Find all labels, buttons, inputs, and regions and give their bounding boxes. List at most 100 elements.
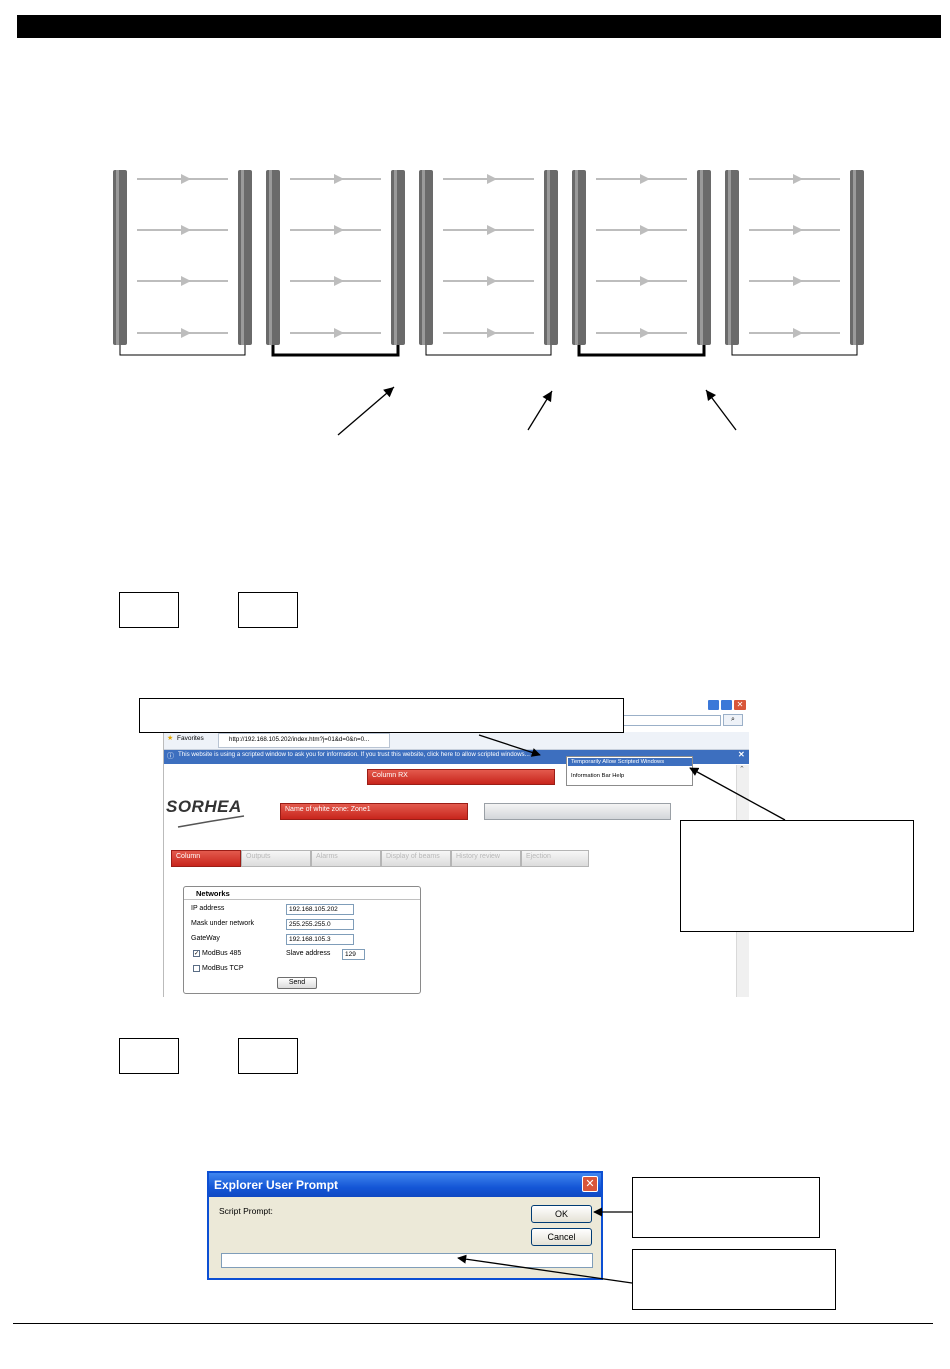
beam-arrow-2-3 xyxy=(334,276,344,286)
info-icon: ⓘ xyxy=(167,753,174,760)
column-tx-highlight-5 xyxy=(728,170,731,345)
beam-arrow-1-4 xyxy=(181,328,191,338)
tab-url: http://192.168.105.202/index.htm?j=01&d=… xyxy=(229,736,370,743)
tab-ejection[interactable]: Ejection xyxy=(521,850,589,867)
modbustcp-checkbox[interactable] xyxy=(193,965,200,972)
gateway-input[interactable]: 192.168.105.3 xyxy=(286,934,354,945)
beam-arrow-2-4 xyxy=(334,328,344,338)
column-tx-3 xyxy=(419,170,433,345)
callout-allow xyxy=(680,820,914,932)
gateway-label: GateWay xyxy=(191,935,220,942)
cell-link-1 xyxy=(119,345,246,356)
slave-address-input[interactable]: 129 xyxy=(342,949,365,960)
tab-display-of-beams[interactable]: Display of beams xyxy=(381,850,451,867)
column-tx-4 xyxy=(572,170,586,345)
beam-arrow-3-3 xyxy=(487,276,497,286)
tab-outputs[interactable]: Outputs xyxy=(241,850,311,867)
step-box-3 xyxy=(119,1038,179,1074)
star-icon: ★ xyxy=(167,735,174,742)
search-box[interactable] xyxy=(619,715,721,726)
script-prompt-label: Script Prompt: xyxy=(219,1206,273,1216)
ip-address-input[interactable]: 192.168.105.202 xyxy=(286,904,354,915)
cell-link-2 xyxy=(271,345,400,357)
column-tx-1 xyxy=(113,170,127,345)
browser-tab[interactable]: http://192.168.105.202/index.htm?j=01&d=… xyxy=(218,733,390,748)
zone-name-bar: Name of white zone: Zone1 xyxy=(280,803,468,820)
minimize-icon[interactable] xyxy=(707,699,720,711)
beam-arrow-4-4 xyxy=(640,328,650,338)
footer-rule xyxy=(13,1323,933,1324)
column-tx-highlight-1 xyxy=(116,170,119,345)
beam-arrow-4-3 xyxy=(640,276,650,286)
slave-address-label: Slave address xyxy=(286,950,331,957)
beam-arrow-2-1 xyxy=(334,174,344,184)
infobar-text: This website is using a scripted window … xyxy=(178,751,530,758)
menu-item-allow-scripted[interactable]: Temporarily Allow Scripted Windows xyxy=(568,758,692,766)
column-rx-2 xyxy=(391,170,405,345)
column-rx-highlight-5 xyxy=(853,170,856,345)
column-rx-5 xyxy=(850,170,864,345)
diagram-arrowhead-1 xyxy=(383,387,394,398)
browser-tabbar: ★ Favorites http://192.168.105.202/index… xyxy=(164,732,749,750)
beam-arrow-5-4 xyxy=(793,328,803,338)
zone-status-bar xyxy=(484,803,671,820)
ip-address-label: IP address xyxy=(191,905,225,912)
barrier-diagram xyxy=(113,170,864,436)
column-tx-highlight-3 xyxy=(422,170,425,345)
mask-label: Mask under network xyxy=(191,920,255,927)
cancel-button[interactable]: Cancel xyxy=(531,1228,592,1246)
beam-arrow-5-1 xyxy=(793,174,803,184)
tab-column[interactable]: Column xyxy=(171,850,241,867)
mask-input[interactable]: 255.255.255.0 xyxy=(286,919,354,930)
step-box-2 xyxy=(238,592,298,628)
window-close-icon[interactable]: ✕ xyxy=(733,699,747,711)
maximize-icon[interactable] xyxy=(720,699,733,711)
cell-link-3 xyxy=(425,345,552,356)
beam-arrow-3-2 xyxy=(487,225,497,235)
column-tx-highlight-2 xyxy=(269,170,272,345)
callout-infobar xyxy=(139,698,624,733)
beam-arrow-4-1 xyxy=(640,174,650,184)
beam-arrow-3-1 xyxy=(487,174,497,184)
diagram-arrowhead-3 xyxy=(706,390,716,401)
diagram-arrowhead-2 xyxy=(542,391,552,403)
beam-arrow-5-2 xyxy=(793,225,803,235)
step-box-4 xyxy=(238,1038,298,1074)
column-tx-5 xyxy=(725,170,739,345)
beam-arrow-1-3 xyxy=(181,276,191,286)
diagram-arrow-1 xyxy=(337,386,395,436)
tab-history-review[interactable]: History review xyxy=(451,850,521,867)
menu-item-infobar-help[interactable]: Information Bar Help xyxy=(571,773,625,779)
send-button[interactable]: Send xyxy=(277,977,317,989)
column-rx-bar: Column RX xyxy=(367,769,555,785)
cell-link-5 xyxy=(731,345,858,356)
beam-arrow-2-2 xyxy=(334,225,344,235)
prompt-input[interactable] xyxy=(221,1253,593,1268)
column-rx-3 xyxy=(544,170,558,345)
column-tx-2 xyxy=(266,170,280,345)
dialog-close-icon[interactable]: ✕ xyxy=(582,1176,598,1192)
step-box-1 xyxy=(119,592,179,628)
beam-arrow-1-1 xyxy=(181,174,191,184)
search-icon[interactable]: ⌕ xyxy=(723,714,743,726)
explorer-prompt-dialog: Explorer User Prompt ✕ Script Prompt: OK… xyxy=(207,1171,603,1280)
logo-swoosh-icon xyxy=(177,815,245,828)
favorites-link[interactable]: Favorites xyxy=(177,735,204,742)
column-rx-highlight-4 xyxy=(700,170,703,345)
column-rx-1 xyxy=(238,170,252,345)
modbus485-checkbox[interactable]: ✓ xyxy=(193,950,200,957)
networks-panel: Networks IP address 192.168.105.202 Mask… xyxy=(183,886,421,994)
beam-arrow-4-2 xyxy=(640,225,650,235)
diagram-layer xyxy=(113,170,864,436)
dialog-title: Explorer User Prompt xyxy=(214,1178,339,1192)
ok-button[interactable]: OK xyxy=(531,1205,592,1223)
modbustcp-label: ModBus TCP xyxy=(202,965,244,972)
dialog-titlebar: Explorer User Prompt ✕ xyxy=(209,1173,601,1197)
infobar-close-icon[interactable]: ✕ xyxy=(738,750,745,759)
infobar-menu: Temporarily Allow Scripted Windows Infor… xyxy=(566,756,693,786)
sorhea-logo: SORHEA xyxy=(166,797,242,816)
browser-window: ⌕ ✕ ★ Favorites http://192.168.105.202/i… xyxy=(163,699,749,997)
tab-alarms[interactable]: Alarms xyxy=(311,850,381,867)
column-rx-highlight-3 xyxy=(547,170,550,345)
scroll-up-icon[interactable]: ⌃ xyxy=(739,766,745,773)
